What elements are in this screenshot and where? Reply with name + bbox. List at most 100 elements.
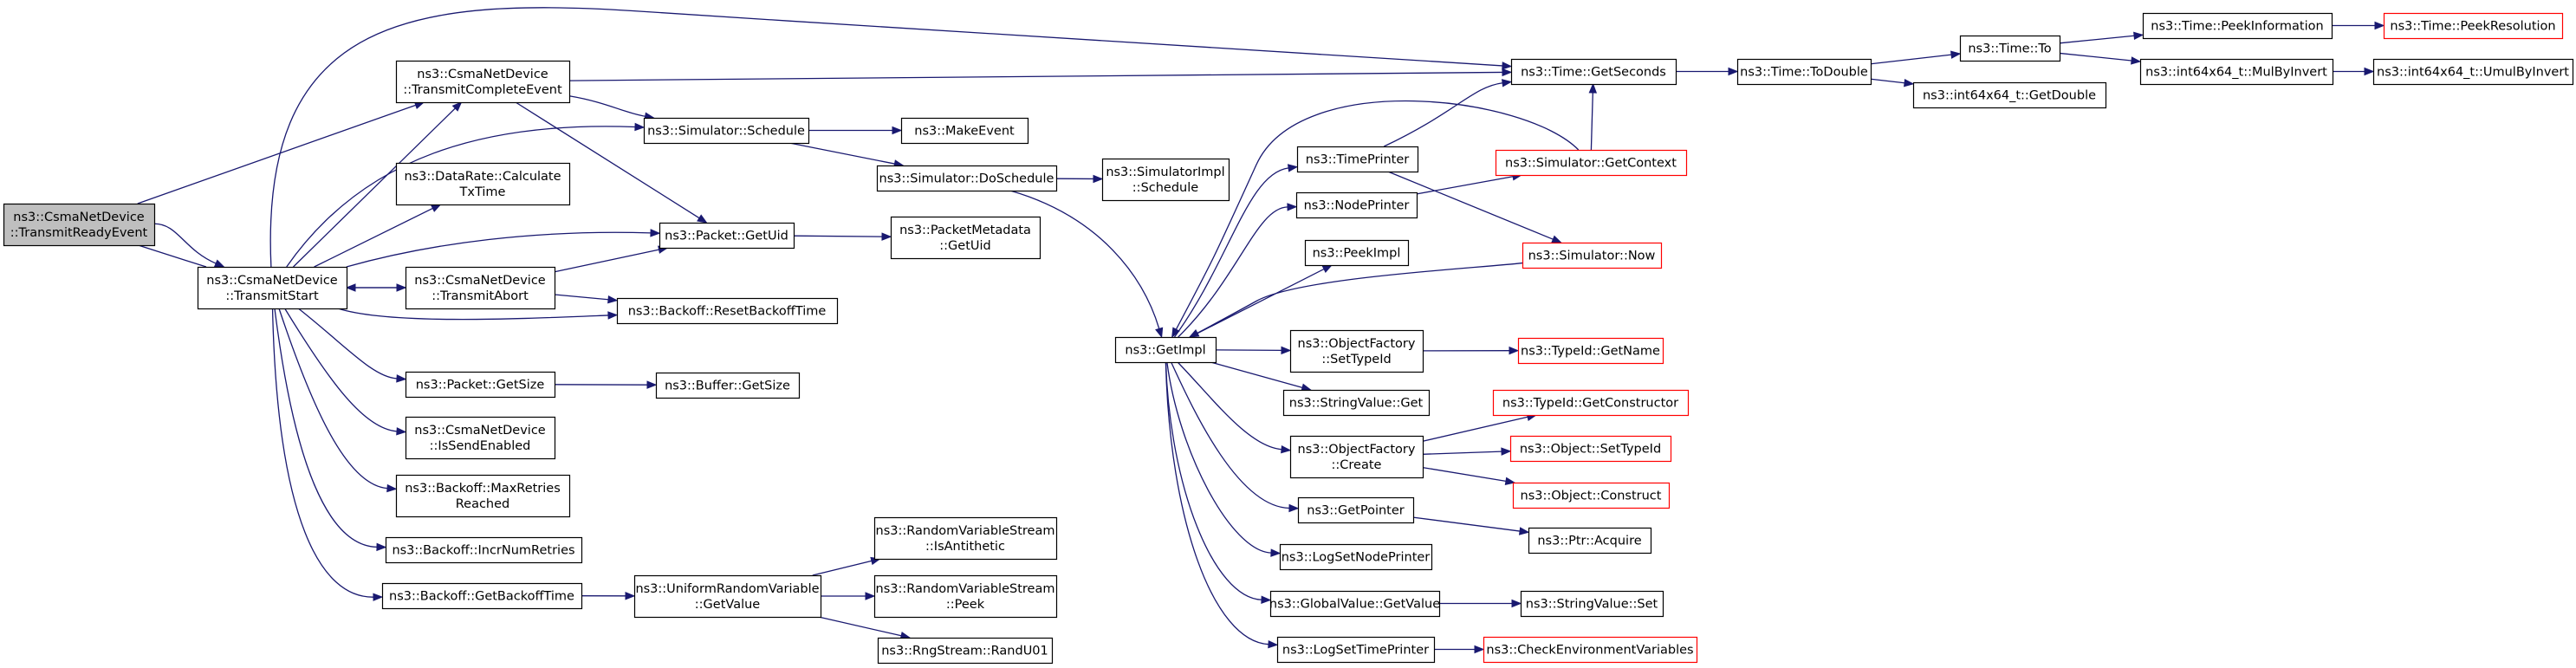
- node-label: ns3::SimulatorImpl: [1106, 165, 1224, 179]
- edge-line: [1171, 361, 1290, 509]
- node-n10[interactable]: ns3::Backoff::GetBackoffTime: [381, 582, 583, 610]
- edge-arrowhead: [1511, 599, 1522, 608]
- node-label: ns3::Simulator::Schedule: [647, 125, 805, 139]
- node-box: [1295, 191, 1418, 219]
- node-n45[interactable]: ns3::Time::To: [1959, 35, 2061, 62]
- edge-line: [1387, 171, 1554, 240]
- node-n3[interactable]: ns3::CsmaNetDevice::TransmitCompleteEven…: [395, 60, 571, 104]
- node-box: [1304, 239, 1410, 267]
- node-box: [873, 574, 1058, 619]
- node-box: [1912, 81, 2107, 109]
- node-n5[interactable]: ns3::CsmaNetDevice::TransmitAbort: [405, 266, 556, 310]
- node-n40[interactable]: ns3::Object::Construct: [1512, 482, 1671, 509]
- node-n14[interactable]: ns3::Buffer::GetSize: [655, 372, 801, 399]
- node-n39[interactable]: ns3::Object::SetTypeId: [1509, 435, 1672, 463]
- node-label: ::IsSendEnabled: [430, 439, 531, 453]
- edge-line: [274, 308, 378, 548]
- node-box: [1483, 636, 1698, 664]
- node-n26[interactable]: ns3::PeekImpl: [1304, 239, 1410, 267]
- edge-arrowhead: [451, 101, 463, 112]
- node-box: [395, 162, 571, 206]
- node-n42[interactable]: ns3::StringValue::Set: [1520, 590, 1664, 618]
- node-box: [2372, 58, 2574, 86]
- node-n17[interactable]: ns3::Simulator::DoSchedule: [876, 165, 1058, 192]
- node-n46[interactable]: ns3::int64x64_t::GetDouble: [1912, 81, 2107, 109]
- node-n48[interactable]: ns3::int64x64_t::MulByInvert: [2139, 58, 2334, 86]
- node-box: [2142, 12, 2333, 40]
- edge-line: [568, 95, 646, 117]
- node-n47[interactable]: ns3::Time::PeekInformation: [2142, 12, 2333, 40]
- node-n18[interactable]: ns3::PacketMetadata::GetUid: [890, 216, 1041, 260]
- edge-arrowhead: [1287, 203, 1298, 211]
- node-n27[interactable]: ns3::ObjectFactory::SetTypeId: [1289, 329, 1424, 373]
- node-n7[interactable]: ns3::CsmaNetDevice::IsSendEnabled: [405, 416, 556, 460]
- node-n29[interactable]: ns3::ObjectFactory::Create: [1289, 435, 1424, 479]
- edge-arrowhead: [1728, 67, 1739, 76]
- node-label: ::SetTypeId: [1321, 353, 1391, 366]
- node-n36[interactable]: ns3::Simulator::Now: [1522, 242, 1663, 269]
- edge-line: [812, 560, 873, 576]
- edge-line: [2059, 35, 2135, 44]
- node-label: ns3::ObjectFactory: [1298, 337, 1416, 351]
- edge-arrowhead: [865, 592, 876, 600]
- edge-line: [818, 616, 902, 637]
- node-n41[interactable]: ns3::Ptr::Acquire: [1528, 527, 1652, 555]
- edges-layer: [127, 7, 2385, 654]
- edge-line: [1178, 206, 1288, 338]
- edge-arrowhead: [2133, 31, 2145, 41]
- edge-arrowhead: [345, 283, 356, 292]
- edge-n2-n10: [271, 308, 384, 601]
- node-label: ::TransmitReadyEvent: [10, 226, 148, 240]
- edge-arrowhead: [607, 295, 619, 304]
- node-n20[interactable]: ns3::RandomVariableStream::Peek: [873, 574, 1058, 619]
- node-box: [405, 416, 556, 460]
- node-label: ns3::StringValue::Get: [1289, 397, 1424, 411]
- edge-line: [1383, 82, 1503, 147]
- node-n25[interactable]: ns3::NodePrinter: [1295, 191, 1418, 219]
- node-n31[interactable]: ns3::LogSetNodePrinter: [1279, 543, 1433, 571]
- node-n34[interactable]: ns3::Time::GetSeconds: [1510, 58, 1677, 86]
- node-n38[interactable]: ns3::TypeId::GetConstructor: [1492, 389, 1690, 417]
- node-n33[interactable]: ns3::LogSetTimePrinter: [1276, 636, 1436, 664]
- node-n35[interactable]: ns3::Simulator::GetContext: [1495, 149, 1688, 177]
- node-label: ns3::GetImpl: [1125, 344, 1205, 358]
- node-label: ns3::NodePrinter: [1304, 199, 1410, 213]
- node-n15[interactable]: ns3::UniformRandomVariable::GetValue: [633, 574, 822, 619]
- node-n13[interactable]: ns3::Backoff::ResetBackoffTime: [616, 297, 839, 325]
- node-label: ns3::Backoff::IncrNumRetries: [392, 544, 574, 558]
- edge-n30-n41: [1412, 516, 1530, 535]
- edge-line: [554, 249, 659, 273]
- node-n12[interactable]: ns3::Packet::GetUid: [659, 222, 795, 250]
- node-n28[interactable]: ns3::StringValue::Get: [1282, 389, 1431, 417]
- node-n49[interactable]: ns3::Time::PeekResolution: [2383, 12, 2564, 40]
- node-n1[interactable]: ns3::CsmaNetDevice::TransmitReadyEvent: [3, 203, 156, 247]
- node-n6[interactable]: ns3::Packet::GetSize: [405, 371, 556, 399]
- node-n43[interactable]: ns3::CheckEnvironmentVariables: [1483, 636, 1698, 664]
- node-n30[interactable]: ns3::GetPointer: [1297, 496, 1415, 524]
- edge-line: [1173, 167, 1289, 338]
- node-box: [1509, 435, 1672, 463]
- edge-arrowhead: [1155, 327, 1164, 339]
- node-n21[interactable]: ns3::RngStream::RandU01: [877, 637, 1054, 665]
- node-label: ns3::Buffer::GetSize: [665, 379, 790, 393]
- node-n32[interactable]: ns3::GlobalValue::GetValue: [1269, 590, 1440, 618]
- edge-arrowhead: [386, 483, 398, 493]
- node-n50[interactable]: ns3::int64x64_t::UmulByInvert: [2372, 58, 2574, 86]
- node-label: ns3::CsmaNetDevice: [414, 424, 546, 438]
- edge-line: [1165, 361, 1262, 600]
- node-n22[interactable]: ns3::SimulatorImpl::Schedule: [1101, 158, 1230, 202]
- edge-line: [286, 126, 636, 268]
- node-n19[interactable]: ns3::RandomVariableStream::IsAntithetic: [873, 516, 1058, 561]
- node-n37[interactable]: ns3::TypeId::GetName: [1517, 337, 1664, 365]
- node-n44[interactable]: ns3::Time::ToDouble: [1736, 58, 1872, 86]
- node-n11[interactable]: ns3::Simulator::Schedule: [643, 117, 810, 145]
- edge-arrowhead: [650, 229, 661, 237]
- node-n16[interactable]: ns3::MakeEvent: [900, 117, 1029, 145]
- node-n9[interactable]: ns3::Backoff::IncrNumRetries: [385, 536, 583, 564]
- node-n2[interactable]: ns3::CsmaNetDevice::TransmitStart: [197, 266, 348, 310]
- node-n24[interactable]: ns3::TimePrinter: [1296, 146, 1419, 173]
- node-box: [1297, 496, 1415, 524]
- node-n23[interactable]: ns3::GetImpl: [1114, 336, 1217, 364]
